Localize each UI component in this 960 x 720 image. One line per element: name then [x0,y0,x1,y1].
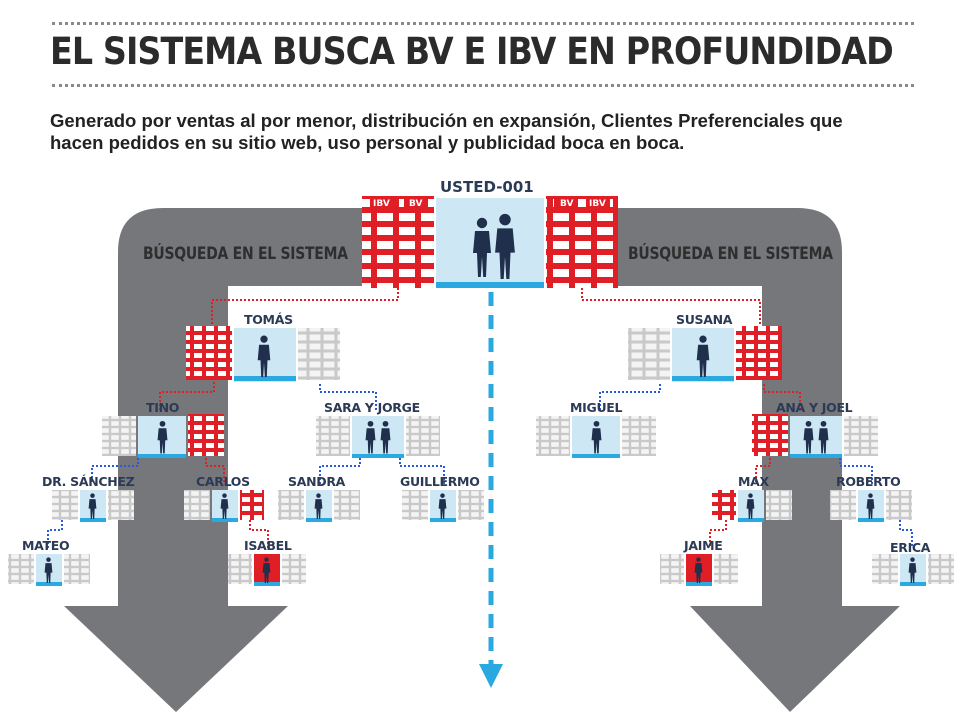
label-max: MAX [738,474,770,489]
tag-bv-left: BV [409,199,422,209]
node-max: MAX [712,474,792,522]
root-ibv-box-left [362,196,434,288]
label-sandra: SANDRA [288,474,346,489]
node-susana: SUSANA [628,312,782,382]
root-label: USTED-001 [440,178,534,196]
page-title: EL SISTEMA BUSCA BV E IBV EN PROFUNDIDAD [50,30,894,73]
label-susana: SUSANA [676,312,733,327]
label-miguel: MIGUEL [570,400,623,415]
node-tomas: TOMÁS [186,312,340,382]
tag-ibv-left: IBV [373,199,390,209]
label-sara-jorge: SARA Y JORGE [324,400,420,415]
node-isabel: ISABEL [228,538,306,586]
tag-bv-right: BV [560,199,573,209]
search-label-left: BÚSQUEDA EN EL SISTEMA [143,244,348,264]
search-label-right: BÚSQUEDA EN EL SISTEMA [628,244,833,264]
label-dr-sanchez: DR. SÁNCHEZ [42,474,135,489]
label-ana-joel: ANA Y JOEL [776,400,853,415]
connector-lines [47,288,913,548]
label-erica: ERICA [890,540,931,555]
label-carlos: CARLOS [196,474,250,489]
label-isabel: ISABEL [244,538,292,553]
node-roberto: ROBERTO [830,474,912,522]
node-sara-jorge: SARA Y JORGE [316,400,440,458]
left-search-arrow [64,208,362,712]
right-search-arrow [598,208,900,712]
bottom-dotted-rule [52,84,914,87]
label-roberto: ROBERTO [836,474,900,489]
label-jaime: JAIME [683,538,722,553]
tag-ibv-right: IBV [589,199,606,209]
page-subtitle: Generado por ventas al por menor, distri… [50,110,843,153]
label-mateo: MATEO [22,538,69,553]
node-carlos: CARLOS [184,474,264,522]
top-dotted-rule [52,22,914,25]
center-depth-arrow [479,292,503,688]
node-guillermo: GUILLERMO [400,474,484,522]
node-miguel: MIGUEL [536,400,656,458]
node-sandra: SANDRA [278,474,360,522]
label-guillermo: GUILLERMO [400,474,480,489]
node-ana-joel: ANA Y JOEL [752,400,878,458]
root-node: IBV BV BV IBV USTED-001 [362,178,618,288]
node-jaime: JAIME [660,538,738,586]
root-bv-box-right [546,196,618,288]
label-tino: TINO [146,400,179,415]
node-mateo: MATEO [8,538,90,586]
label-tomas: TOMÁS [244,312,293,327]
node-tino: TINO [102,400,224,458]
node-dr-sanchez: DR. SÁNCHEZ [42,474,135,522]
node-erica: ERICA [872,540,954,586]
